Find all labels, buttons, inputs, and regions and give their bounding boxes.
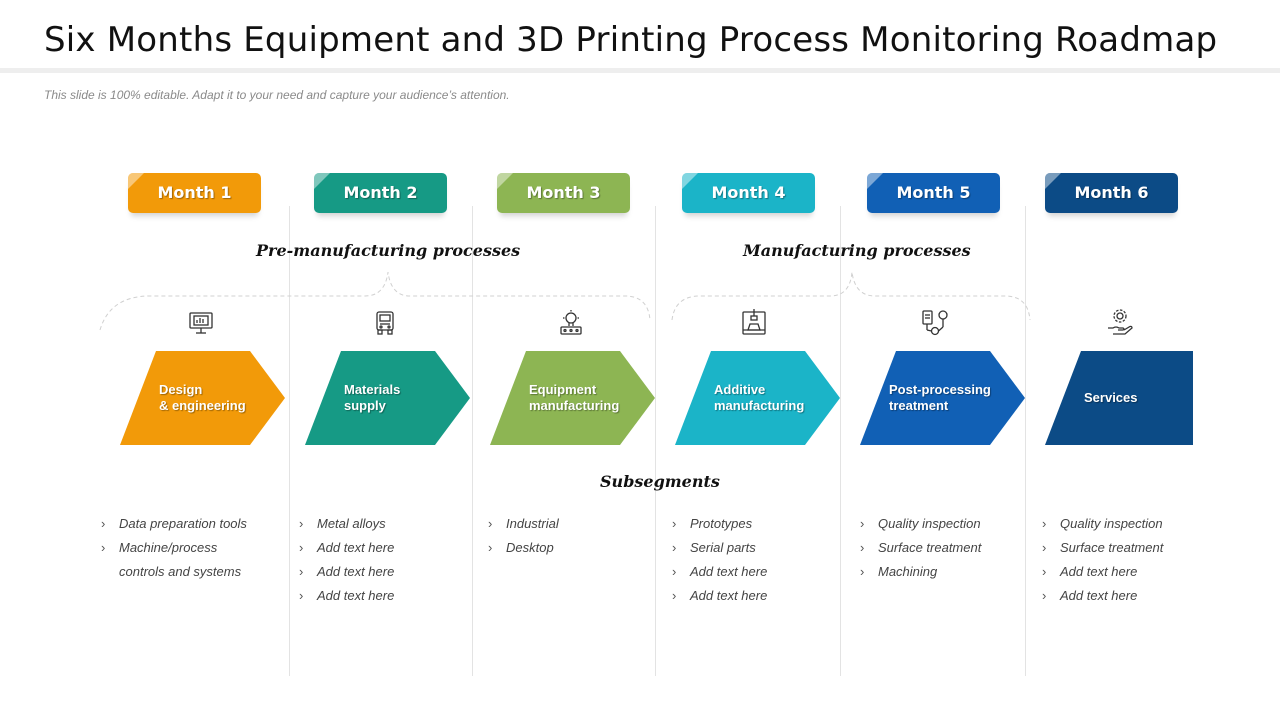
subsegment-list-2: Metal alloys Add text here Add text here… [297, 512, 394, 608]
subsegment-list-1: Data preparation tools Machine/process c… [99, 512, 247, 584]
list-item: Machine/process [99, 536, 247, 560]
list-item: Industrial [486, 512, 559, 536]
list-item: Add text here [297, 560, 394, 584]
divider-line [840, 206, 841, 676]
subsegment-list-3: Industrial Desktop [486, 512, 559, 560]
stage-label: Equipment manufacturing [529, 382, 620, 413]
list-item: Metal alloys [297, 512, 394, 536]
list-item: controls and systems [119, 564, 242, 579]
stage-chevron-equipment: Equipment manufacturing [490, 351, 656, 445]
stage-label: Materials supply [344, 382, 401, 413]
list-item: Quality inspection [1040, 512, 1163, 536]
stage-chevron-services: Services [1045, 351, 1193, 445]
divider-line [1025, 206, 1026, 676]
list-item: Add text here [297, 536, 394, 560]
page-title: Six Months Equipment and 3D Printing Pro… [44, 20, 1218, 60]
list-item: Machining [858, 560, 981, 584]
list-item: Add text here [1040, 560, 1163, 584]
list-item: Add text here [670, 584, 767, 608]
list-item: Prototypes [670, 512, 767, 536]
month-badge-4: Month 4 [682, 173, 815, 213]
month-badge-1: Month 1 [128, 173, 261, 213]
list-item: Surface treatment [1040, 536, 1163, 560]
stage-label: Post-processing treatment [889, 382, 991, 413]
month-badge-6: Month 6 [1045, 173, 1178, 213]
group-label-manufacturing: Manufacturing processes [743, 241, 971, 260]
list-item: Add text here [1040, 584, 1163, 608]
divider-line [289, 206, 290, 676]
stage-label: Services [1084, 390, 1138, 405]
list-item: Quality inspection [858, 512, 981, 536]
stage-label: Design & engineering [159, 382, 246, 413]
stage-chevron-materials: Materials supply [305, 351, 471, 445]
stage-label: Additive manufacturing [714, 382, 805, 413]
truck-icon [370, 308, 400, 338]
page-subtitle: This slide is 100% editable. Adapt it to… [44, 88, 510, 102]
list-item: Data preparation tools [99, 512, 247, 536]
subsegment-list-4: Prototypes Serial parts Add text here Ad… [670, 512, 767, 608]
group-label-pre-manufacturing: Pre-manufacturing processes [256, 241, 521, 260]
list-item: Serial parts [670, 536, 767, 560]
month-badge-5: Month 5 [867, 173, 1000, 213]
hand-gear-icon [1105, 308, 1135, 338]
list-item: Add text here [297, 584, 394, 608]
subsegments-heading: Subsegments [600, 472, 720, 491]
list-item: Surface treatment [858, 536, 981, 560]
stage-chevron-additive: Additive manufacturing [675, 351, 841, 445]
monitor-chart-icon [186, 308, 216, 338]
stage-chevron-post-processing: Post-processing treatment [860, 351, 1026, 445]
3d-printer-icon [739, 308, 769, 338]
stage-chevron-design: Design & engineering [120, 351, 286, 445]
lightbulb-circuit-icon [556, 308, 586, 338]
subsegment-list-6: Quality inspection Surface treatment Add… [1040, 512, 1163, 608]
subsegment-list-5: Quality inspection Surface treatment Mac… [858, 512, 981, 584]
list-item: Add text here [670, 560, 767, 584]
device-gear-icon [920, 308, 950, 338]
month-badge-2: Month 2 [314, 173, 447, 213]
list-item: Desktop [486, 536, 559, 560]
divider-line [472, 206, 473, 676]
divider-line [655, 206, 656, 676]
title-underline [0, 68, 1280, 73]
month-badge-3: Month 3 [497, 173, 630, 213]
